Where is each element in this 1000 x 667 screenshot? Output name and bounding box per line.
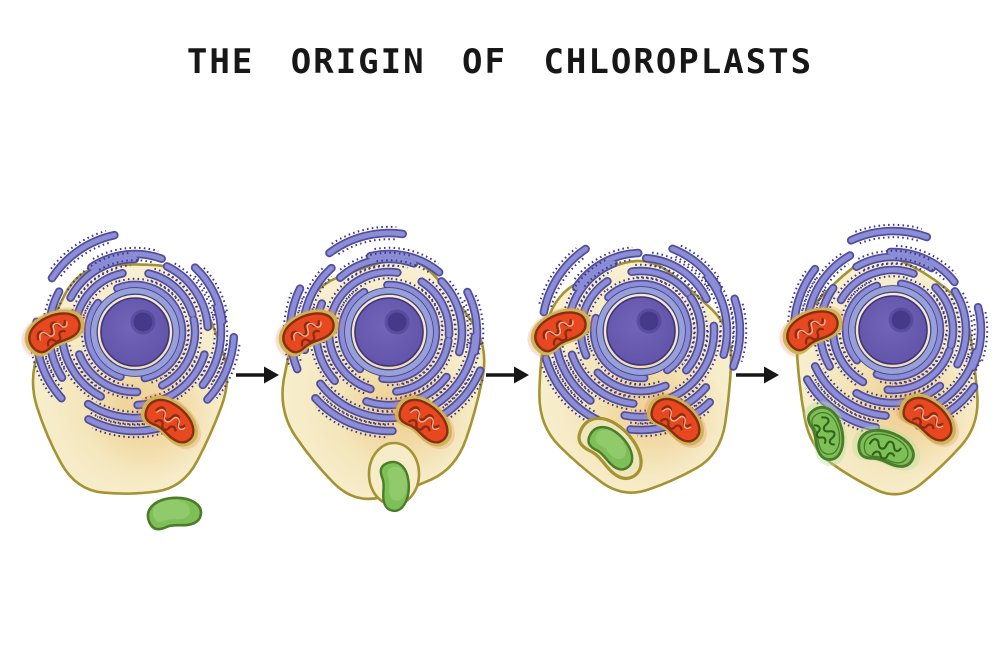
nucleus: [606, 296, 676, 366]
ribosome-stippling: [338, 277, 393, 313]
ribosome-stippling: [859, 236, 919, 245]
ribosome-stippling: [337, 238, 396, 255]
ribosome-stippling: [98, 259, 156, 271]
ribosome-stippling: [200, 313, 216, 378]
ribosome-stippling: [50, 229, 107, 270]
nuclear-envelope: [96, 293, 174, 371]
ribosome-stippling: [334, 337, 370, 383]
ribosome-stippling: [80, 301, 116, 383]
ribosome-stippling: [77, 264, 131, 298]
ribosome-stippling: [54, 333, 94, 401]
cell-stage-4: [769, 223, 989, 496]
ribosome-stippling: [838, 280, 872, 362]
nuclear-envelope: [90, 287, 180, 377]
ribosome-stippling: [315, 406, 386, 439]
ribosome-stippling: [347, 264, 408, 281]
ribosome-stippling: [636, 276, 682, 295]
nucleus: [100, 297, 170, 367]
ribosome-stippling: [951, 298, 961, 358]
ribosome-stippling: [715, 277, 735, 351]
ribosome-stippling: [216, 344, 241, 399]
nucleolus: [639, 311, 659, 331]
cell-stage-1: [11, 229, 241, 538]
ribosome-stippling: [210, 311, 229, 385]
arrow-icon: [236, 366, 279, 384]
nucleus: [858, 295, 928, 365]
nuclear-envelope: [849, 286, 937, 374]
nuclear-envelope: [848, 285, 938, 375]
ribosome-stippling: [150, 279, 187, 314]
ribosome-stippling: [442, 343, 482, 408]
ribosome-stippling: [847, 275, 909, 301]
ribosome-stippling: [740, 303, 748, 363]
ribosome-stippling: [705, 284, 722, 348]
ribosome-stippling: [334, 288, 359, 373]
cyanobacterium: [142, 488, 206, 538]
nuclear-envelope: [597, 287, 685, 375]
ribosome-stippling: [474, 294, 485, 347]
nucleolus: [891, 310, 911, 330]
ribosome-stippling: [573, 246, 633, 280]
ribosome-stippling: [552, 362, 596, 413]
nuclear-envelope: [854, 291, 932, 369]
ribosome-stippling: [878, 333, 948, 385]
ribosome-stippling: [673, 289, 696, 374]
ribosome-stippling: [60, 241, 110, 277]
ribosome-stippling: [925, 355, 970, 404]
ribosome-stippling: [567, 361, 628, 411]
ribosome-stippling: [376, 259, 432, 275]
ribosome-stippling: [385, 324, 444, 387]
ribosome-stippling: [838, 324, 864, 376]
ribosome-stippling: [863, 262, 925, 272]
ribosome-stippling: [895, 257, 948, 283]
ribosome-stippling: [980, 311, 989, 365]
ribosome-stippling: [439, 288, 457, 347]
diagram-title: THE ORIGIN OF CHLOROPLASTS: [186, 42, 814, 82]
cell-stage-2: [265, 225, 486, 515]
ribosome-stippling: [420, 288, 444, 332]
ribosome-stippling: [895, 244, 957, 275]
ribosome-stippling: [80, 279, 121, 331]
ribosome-stippling: [149, 306, 190, 385]
ribosome-stippling: [680, 244, 721, 281]
nuclear-envelope: [596, 286, 686, 376]
ribosome-stippling: [92, 246, 159, 260]
phagocytic-vesicle: [577, 416, 643, 480]
cell-stage-3: [517, 244, 748, 494]
arrow-icon: [736, 366, 779, 384]
ribosome-stippling: [85, 355, 134, 387]
nuclear-envelope: [344, 287, 434, 377]
ribosome-stippling: [374, 246, 440, 265]
ribosome-stippling: [650, 263, 700, 299]
nuclear-envelope: [91, 288, 179, 376]
ribosome-stippling: [91, 427, 168, 439]
ribosome-stippling: [442, 379, 484, 424]
nuclear-envelope: [345, 288, 433, 376]
ribosome-stippling: [604, 370, 660, 386]
arrow-icon: [486, 366, 529, 384]
ribosome-stippling: [538, 247, 577, 305]
ribosome-stippling: [932, 294, 948, 341]
nucleolus: [133, 312, 153, 332]
ribosome-stippling: [323, 398, 386, 426]
ribosome-stippling: [167, 273, 203, 323]
ribosome-stippling: [583, 258, 634, 288]
nucleolus: [387, 312, 407, 332]
nuclear-envelope: [350, 293, 428, 371]
ribosome-stippling: [815, 381, 871, 422]
ribosome-stippling: [206, 343, 229, 392]
ribosome-stippling: [550, 257, 585, 308]
nucleus: [354, 297, 424, 367]
ribosome-stippling: [854, 223, 923, 233]
nuclear-envelope: [602, 292, 680, 370]
ribosome-stippling: [203, 267, 229, 315]
ribosome-stippling: [728, 306, 735, 359]
ribosome-stippling: [435, 341, 470, 398]
ribosome-stippling: [331, 225, 397, 245]
